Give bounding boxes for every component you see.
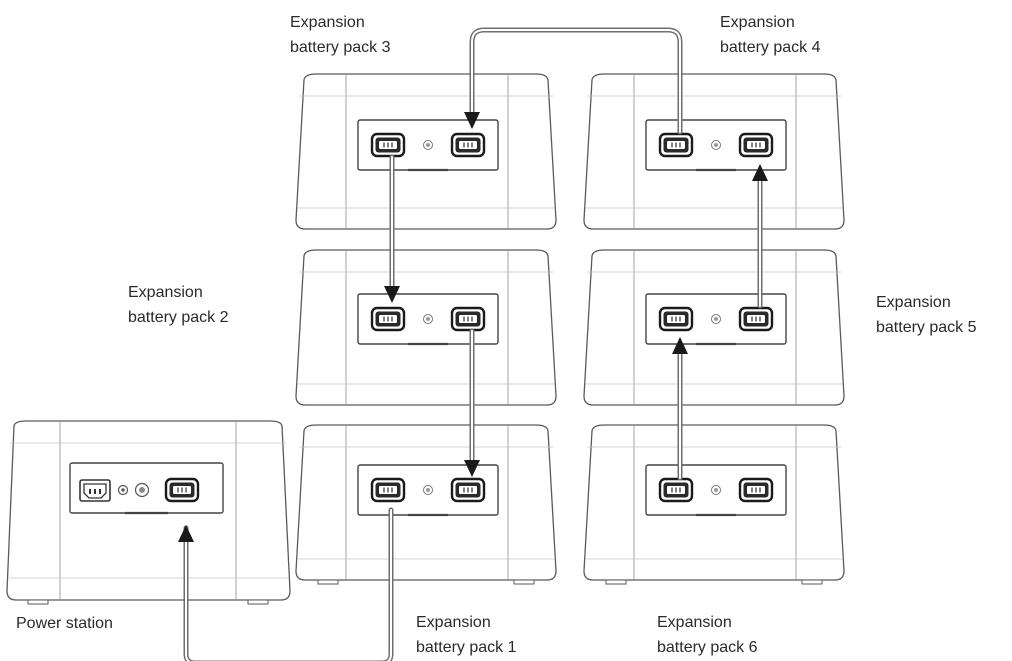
pack-2-port-panel [358, 294, 498, 344]
arrow-icon [178, 525, 194, 542]
arrow-icon [464, 460, 480, 477]
label-pack-6-line-1: Expansion [657, 614, 732, 631]
power-station-unit [6, 420, 291, 605]
label-pack-3: Expansion battery pack 3 [290, 10, 391, 60]
expansion-battery-pack-5-unit [583, 249, 845, 406]
label-pack-6-line-2: battery pack 6 [657, 639, 758, 656]
expansion-battery-pack-2-unit [295, 249, 557, 406]
label-pack-3-line-1: Expansion [290, 14, 365, 31]
arrow-icon [384, 286, 400, 303]
pack-5-port-panel [646, 294, 786, 344]
expansion-battery-pack-4-unit [583, 73, 845, 230]
expansion-battery-pack-1-unit [295, 424, 557, 585]
label-pack-5-line-2: battery pack 5 [876, 319, 977, 336]
power-port-icon [117, 484, 129, 496]
arrow-icon [672, 337, 688, 354]
label-power-station-text: Power station [16, 615, 113, 632]
label-power-station: Power station [16, 611, 113, 636]
expansion-battery-pack-6-unit [583, 424, 845, 585]
cable-pack4-to-pack3 [464, 27, 683, 135]
label-pack-2: Expansion battery pack 2 [128, 280, 229, 330]
label-pack-1: Expansion battery pack 1 [416, 610, 517, 660]
power-station-port-panel [69, 462, 224, 515]
ac-outlet-icon [79, 479, 111, 502]
pack-4-port-panel [646, 120, 786, 170]
pack-6-port-panel [646, 465, 786, 515]
cable-pack6-to-pack5 [672, 337, 688, 481]
label-pack-1-line-1: Expansion [416, 614, 491, 631]
label-pack-2-line-1: Expansion [128, 284, 203, 301]
arrow-icon [464, 112, 480, 129]
cable-pack5-to-pack4 [752, 164, 768, 309]
battery-connector-port-icon [164, 477, 200, 503]
cable-pack2-to-pack1 [464, 328, 480, 477]
label-pack-1-line-2: battery pack 1 [416, 639, 517, 656]
label-pack-4: Expansion battery pack 4 [720, 10, 821, 60]
cable-pack1-to-power-station [178, 507, 394, 661]
cable-pack3-to-pack2 [384, 154, 400, 303]
label-pack-4-line-1: Expansion [720, 14, 795, 31]
indicator-led-icon [134, 482, 150, 498]
label-pack-2-line-2: battery pack 2 [128, 309, 229, 326]
label-pack-3-line-2: battery pack 3 [290, 39, 391, 56]
expansion-battery-pack-3-unit [295, 73, 557, 230]
pack-3-port-panel [358, 120, 498, 170]
label-pack-4-line-2: battery pack 4 [720, 39, 821, 56]
label-pack-6: Expansion battery pack 6 [657, 610, 758, 660]
arrow-icon [752, 164, 768, 181]
label-pack-5-line-1: Expansion [876, 294, 951, 311]
label-pack-5: Expansion battery pack 5 [876, 290, 977, 340]
pack-1-port-panel [358, 465, 498, 515]
